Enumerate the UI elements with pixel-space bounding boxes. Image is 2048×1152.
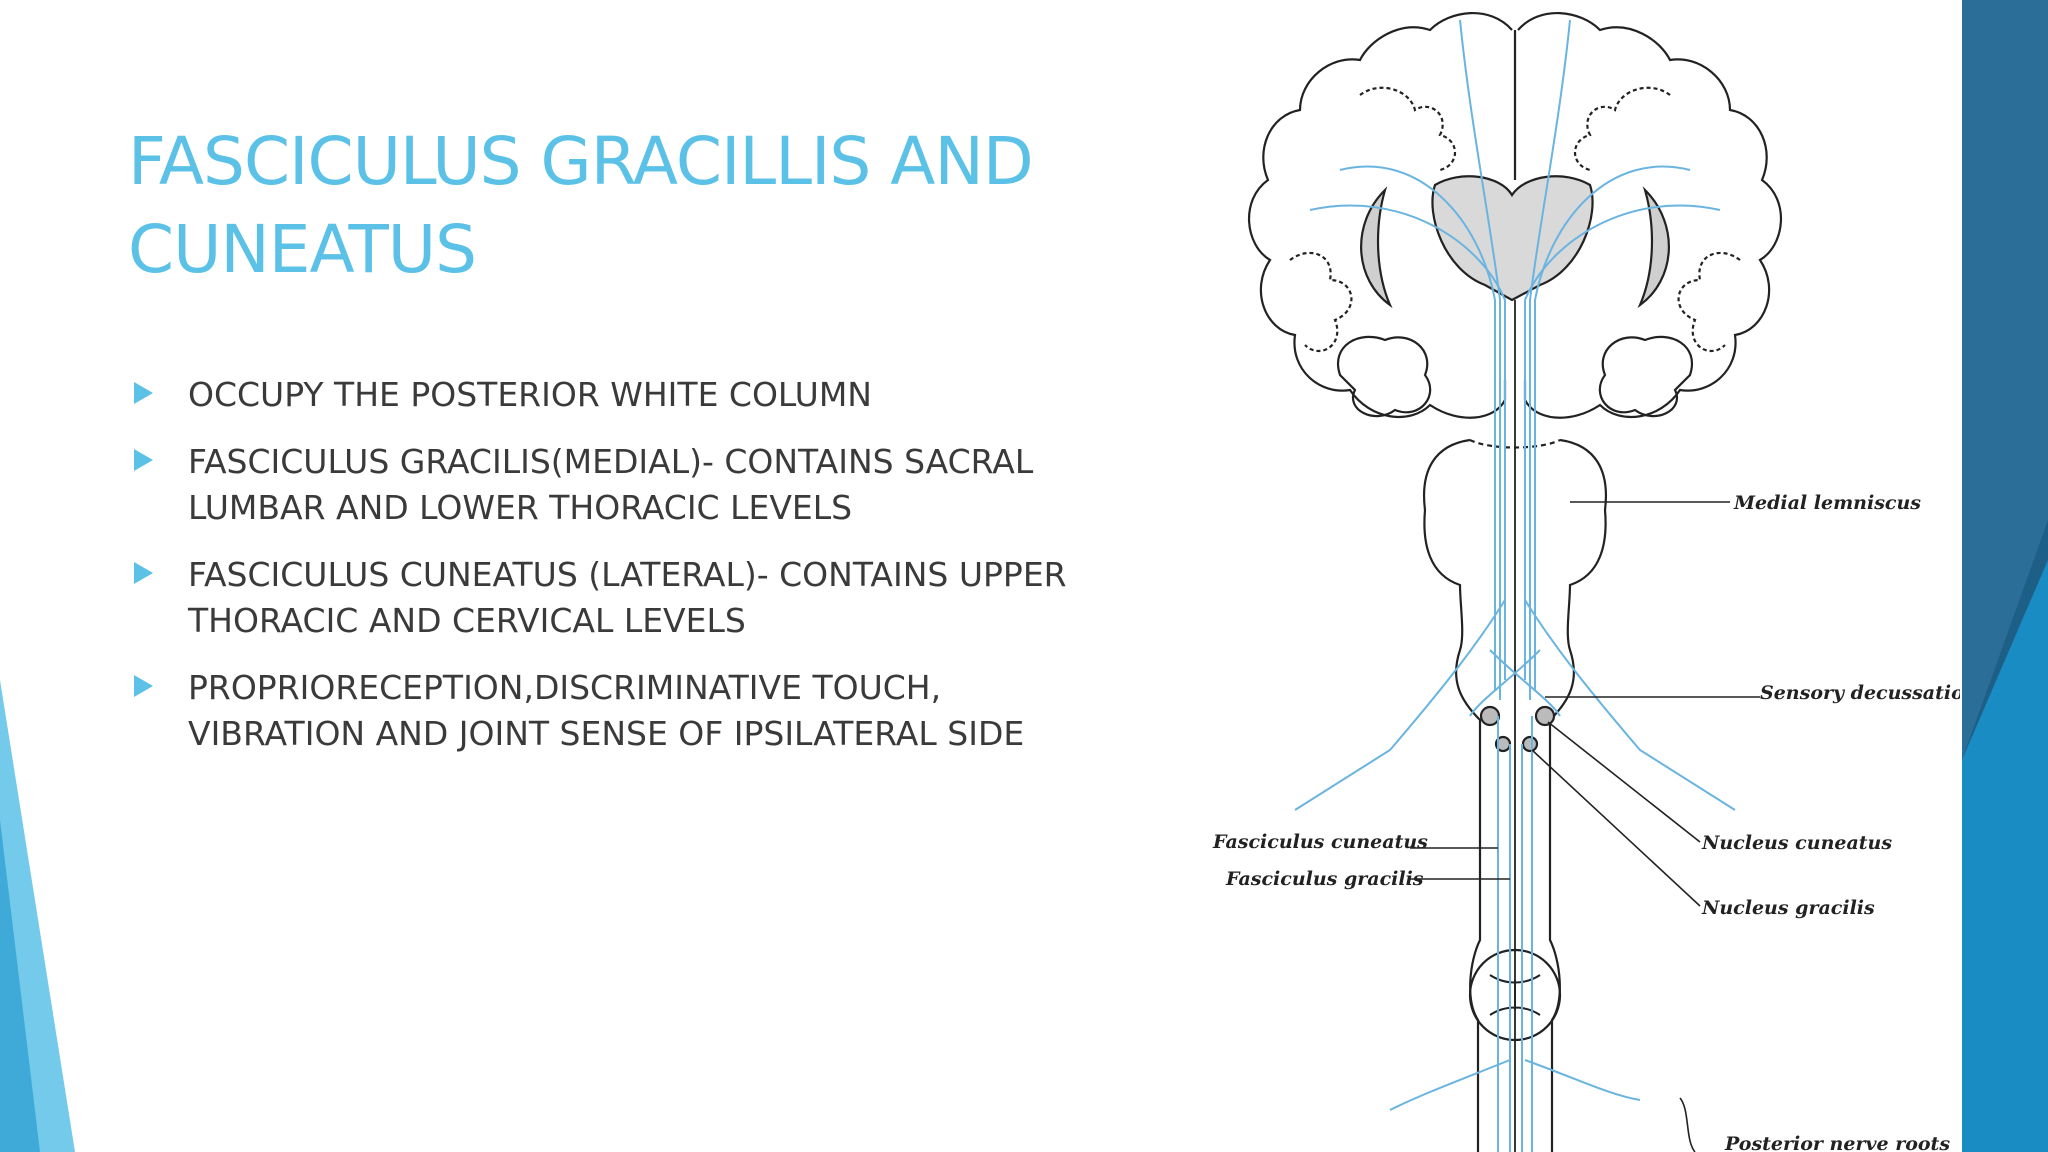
label-fasciculus-cuneatus: Fasciculus cuneatus — [1212, 831, 1428, 853]
bullet-text: OCCUPY THE POSTERIOR WHITE COLUMN — [188, 375, 872, 414]
brain-spinal-cord-diagram: Medial lemniscus Sensory decussation Fas… — [1212, 11, 1960, 1152]
bullet-list: OCCUPY THE POSTERIOR WHITE COLUMN FASCIC… — [130, 372, 1080, 778]
left-accent-shape — [0, 680, 75, 1152]
label-nucleus-gracilis: Nucleus gracilis — [1701, 897, 1875, 919]
bullet-item: FASCICULUS CUNEATUS (LATERAL)- CONTAINS … — [130, 552, 1080, 644]
slide-title: FASCICULUS GRACILLIS AND CUNEATUS — [128, 123, 1034, 288]
bullet-text: PROPRIORECEPTION,DISCRIMINATIVE TOUCH, V… — [188, 668, 1025, 753]
bullet-item: PROPRIORECEPTION,DISCRIMINATIVE TOUCH, V… — [130, 665, 1080, 757]
triangle-bullet-icon — [134, 449, 153, 471]
right-accent-shape — [1962, 0, 2048, 1152]
label-nucleus-cuneatus: Nucleus cuneatus — [1701, 832, 1892, 854]
triangle-bullet-icon — [134, 382, 153, 404]
label-medial-lemniscus: Medial lemniscus — [1733, 492, 1921, 514]
label-fasciculus-gracilis: Fasciculus gracilis — [1225, 868, 1424, 890]
triangle-bullet-icon — [134, 675, 153, 697]
tract-lines — [1294, 19, 1736, 1152]
label-leaders — [1410, 501, 1760, 1152]
bullet-item: OCCUPY THE POSTERIOR WHITE COLUMN — [130, 372, 1080, 418]
bullet-text: FASCICULUS GRACILIS(MEDIAL)- CONTAINS SA… — [188, 442, 1034, 527]
brain-outline — [1247, 11, 1783, 1152]
triangle-bullet-icon — [134, 562, 153, 584]
label-posterior-nerve-roots: Posterior nerve roots — [1724, 1133, 1950, 1152]
bullet-item: FASCICULUS GRACILIS(MEDIAL)- CONTAINS SA… — [130, 439, 1080, 531]
bullet-text: FASCICULUS CUNEATUS (LATERAL)- CONTAINS … — [188, 555, 1067, 640]
label-sensory-decussation: Sensory decussation — [1760, 682, 1960, 704]
